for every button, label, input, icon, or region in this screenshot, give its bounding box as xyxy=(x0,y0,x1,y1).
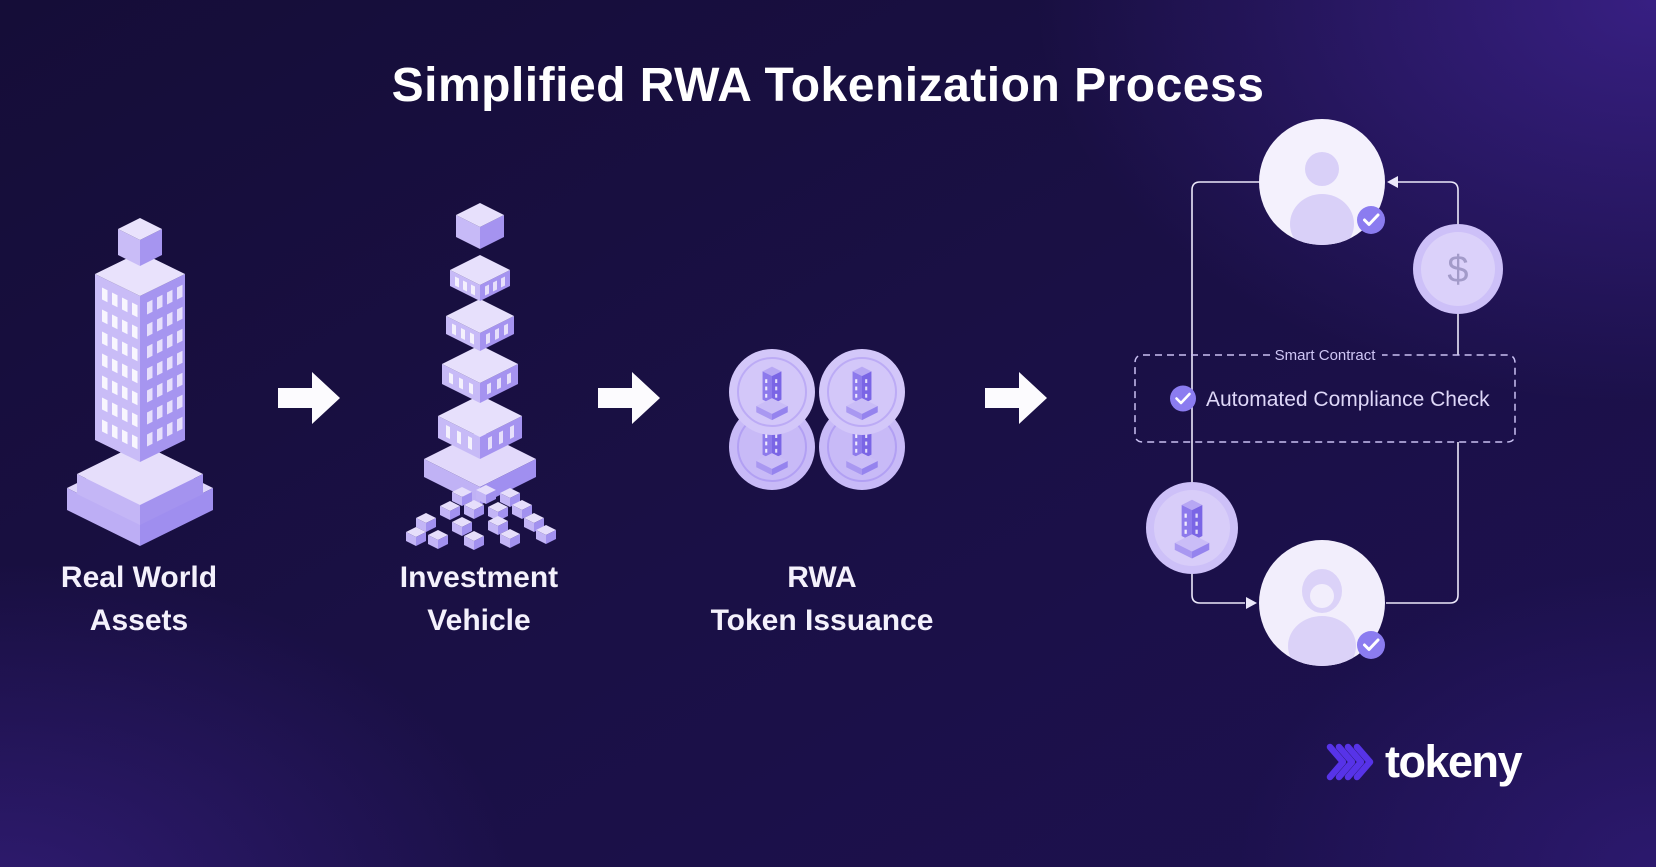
smart-contract-flow-diagram: Smart Contract Automated Compliance Chec… xyxy=(1134,119,1516,666)
building-tower xyxy=(95,252,185,462)
tokeny-logo-text: tokeny xyxy=(1385,736,1523,787)
dollar-coin-icon: $ xyxy=(1413,224,1503,314)
tower-slab xyxy=(442,345,518,403)
arrow-right-icon xyxy=(598,372,660,424)
stage-label-line: Real World xyxy=(60,561,218,594)
stage-label-line: Investment xyxy=(399,561,559,594)
arrow-right-icon xyxy=(985,372,1047,424)
dollar-symbol: $ xyxy=(1447,249,1468,291)
stage-label-line: Vehicle xyxy=(427,604,531,637)
token-coins-icon xyxy=(729,349,905,490)
compliance-check-icon xyxy=(1170,385,1196,412)
fragment-cubes xyxy=(406,485,556,550)
approved-check-badge-icon xyxy=(1357,206,1385,234)
tower-slab xyxy=(438,395,522,459)
smart-contract-label: Smart Contract xyxy=(1275,347,1377,364)
flow-arrowhead xyxy=(1246,597,1257,609)
token-coin xyxy=(729,349,815,435)
tokeny-logo: tokeny xyxy=(1326,736,1523,788)
building-base xyxy=(67,443,213,546)
tower-slab xyxy=(446,299,514,351)
token-coin xyxy=(819,349,905,435)
building-roof-box xyxy=(118,218,162,266)
smart-contract-box: Smart Contract Automated Compliance Chec… xyxy=(1134,347,1516,443)
investor-avatar-icon xyxy=(1259,119,1385,245)
stage-label-line: RWA xyxy=(787,561,857,594)
tower-slab xyxy=(450,255,510,301)
stage-label-line: Assets xyxy=(89,604,189,637)
tower-top-cube xyxy=(456,203,504,249)
stage-label-real-world-assets: Real World Assets xyxy=(18,556,260,642)
stage-label-investment-vehicle: Investment Vehicle xyxy=(358,556,600,642)
arrow-right-icon xyxy=(278,372,340,424)
flow-arrowhead xyxy=(1387,176,1398,188)
layered-tower-icon xyxy=(406,203,556,550)
stage-label-line: Token Issuance xyxy=(710,604,934,637)
building-icon xyxy=(67,218,213,546)
issuer-avatar-icon xyxy=(1259,540,1385,666)
approved-check-badge-icon xyxy=(1357,631,1385,659)
compliance-check-label: Automated Compliance Check xyxy=(1206,388,1490,411)
tokeny-chevrons-icon xyxy=(1326,743,1374,781)
stage-label-rwa-token-issuance: RWA Token Issuance xyxy=(682,556,962,642)
page-title: Simplified RWA Tokenization Process xyxy=(391,59,1265,112)
asset-token-coin-icon xyxy=(1146,482,1238,574)
